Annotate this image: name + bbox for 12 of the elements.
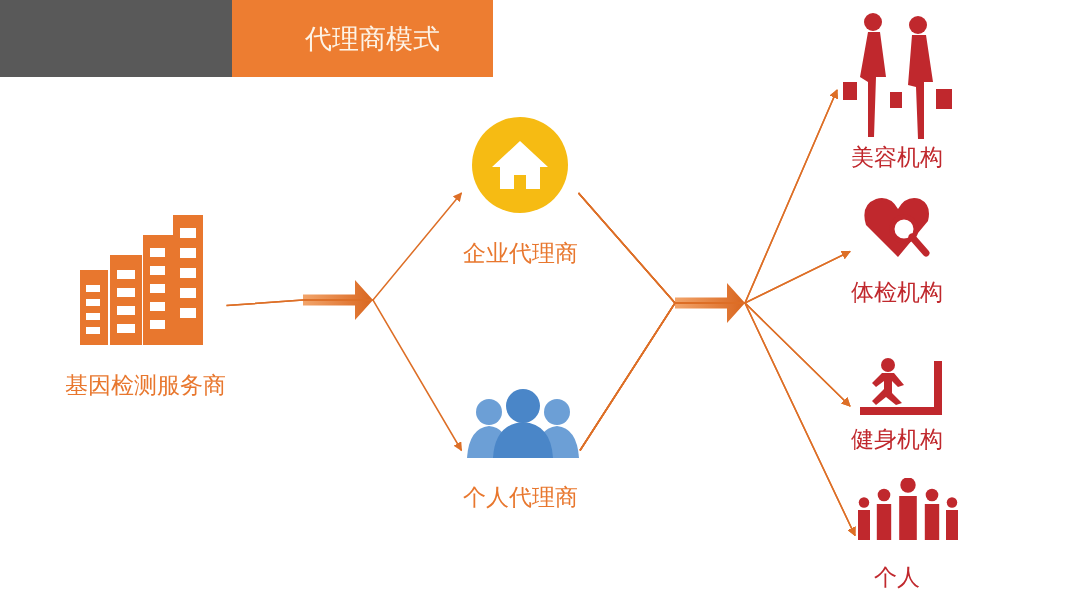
- node-label: 健身机构: [851, 425, 943, 454]
- node-label: 体检机构: [851, 278, 943, 307]
- node-label: 美容机构: [851, 143, 943, 172]
- block-arrow: [675, 283, 745, 323]
- block-arrow: [303, 280, 373, 320]
- arrow: [579, 302, 856, 537]
- arrow: [225, 299, 463, 452]
- title-tab: 代理商模式: [232, 0, 493, 77]
- node-label: 个人代理商: [462, 483, 578, 512]
- node-label: 个人: [874, 563, 920, 592]
- node-label: 基因检测服务商: [64, 371, 226, 400]
- node-label: 企业代理商: [462, 239, 578, 268]
